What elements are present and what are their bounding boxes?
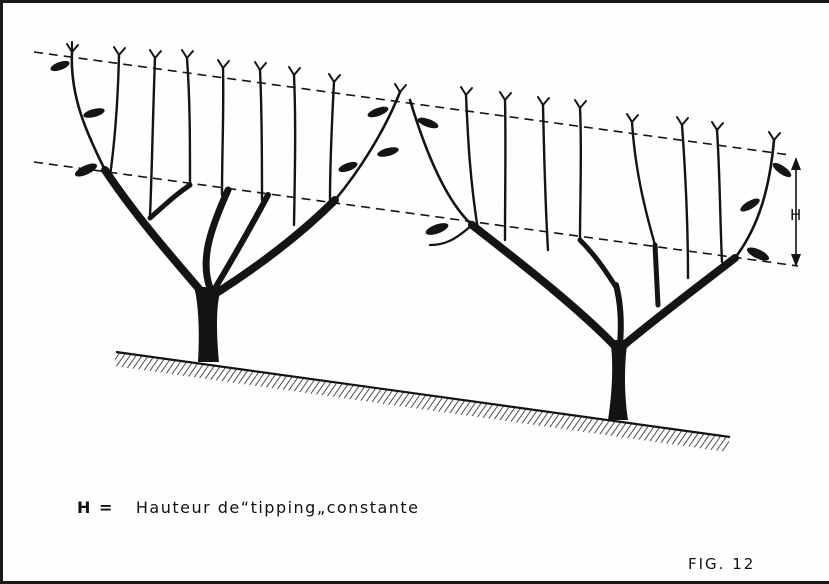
figure-label: FIG. 12 (688, 555, 756, 573)
tree-left (50, 41, 407, 362)
height-dimension-arrow (791, 157, 801, 267)
legend-caption: H = Hauteur de“tipping„constante (77, 498, 420, 517)
tree-left-trunk (194, 287, 222, 362)
tree-right (408, 86, 792, 420)
tree-right-trunk (608, 340, 628, 420)
legend-text: Hauteur de“tipping„constante (135, 498, 420, 517)
ground-slope (114, 350, 731, 452)
height-label-h: H (790, 206, 801, 224)
legend-symbol: H = (77, 498, 114, 517)
